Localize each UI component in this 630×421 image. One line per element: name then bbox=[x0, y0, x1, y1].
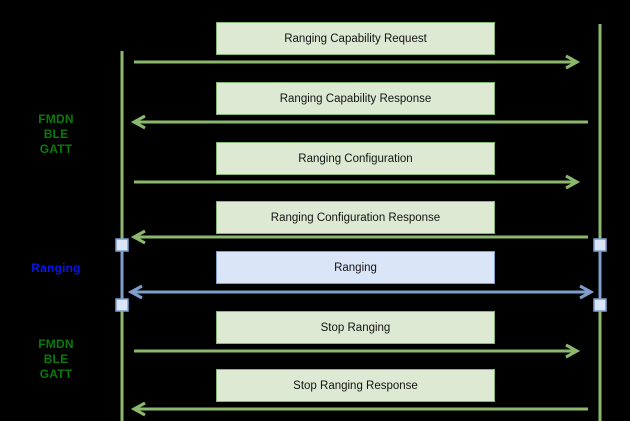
msg-ranging-capability-request-arrow bbox=[134, 54, 581, 70]
message-label: Stop Ranging bbox=[320, 321, 391, 334]
msg-ranging-capability-response-arrow bbox=[130, 114, 588, 130]
msg-ranging[interactable]: Ranging bbox=[216, 251, 495, 284]
phase-label-line: GATT bbox=[39, 142, 73, 156]
msg-stop-ranging-response[interactable]: Stop Ranging Response bbox=[216, 369, 495, 402]
msg-ranging-configuration-response-arrow bbox=[130, 229, 588, 245]
marker-left-top bbox=[115, 238, 129, 252]
msg-ranging-capability-response[interactable]: Ranging Capability Response bbox=[216, 82, 495, 115]
message-label: Ranging Capability Request bbox=[284, 32, 427, 45]
msg-ranging-configuration[interactable]: Ranging Configuration bbox=[216, 142, 495, 175]
activation-markers-group bbox=[115, 238, 607, 312]
phase-label-line: Ranging bbox=[31, 261, 81, 275]
marker-left-bottom bbox=[115, 298, 129, 312]
message-label: Ranging bbox=[334, 261, 377, 274]
phase-label-line: FMDN bbox=[38, 337, 74, 351]
msg-ranging-arrow bbox=[127, 284, 595, 300]
phase-label-line: GATT bbox=[39, 367, 73, 381]
phase-label-line: BLE bbox=[43, 127, 69, 141]
message-label: Ranging Configuration bbox=[298, 152, 413, 165]
message-label: Ranging Capability Response bbox=[279, 92, 432, 105]
phase-label-line: BLE bbox=[43, 352, 69, 366]
lifelines-group bbox=[120, 24, 602, 421]
activations-group bbox=[120, 245, 602, 305]
msg-ranging-capability-request[interactable]: Ranging Capability Request bbox=[216, 22, 495, 55]
msg-stop-ranging-response-arrow bbox=[130, 401, 588, 417]
message-label: Stop Ranging Response bbox=[293, 379, 418, 392]
msg-stop-ranging[interactable]: Stop Ranging bbox=[216, 311, 495, 344]
msg-ranging-configuration-arrow bbox=[134, 174, 581, 190]
arrows-group bbox=[127, 54, 595, 417]
message-label: Ranging Configuration Response bbox=[270, 211, 441, 224]
phase-ranging: Ranging bbox=[14, 261, 98, 276]
phase-label-line: FMDN bbox=[38, 112, 74, 126]
marker-right-bottom bbox=[593, 298, 607, 312]
msg-stop-ranging-arrow bbox=[134, 343, 581, 359]
msg-ranging-configuration-response[interactable]: Ranging Configuration Response bbox=[216, 201, 495, 234]
marker-right-top bbox=[593, 238, 607, 252]
